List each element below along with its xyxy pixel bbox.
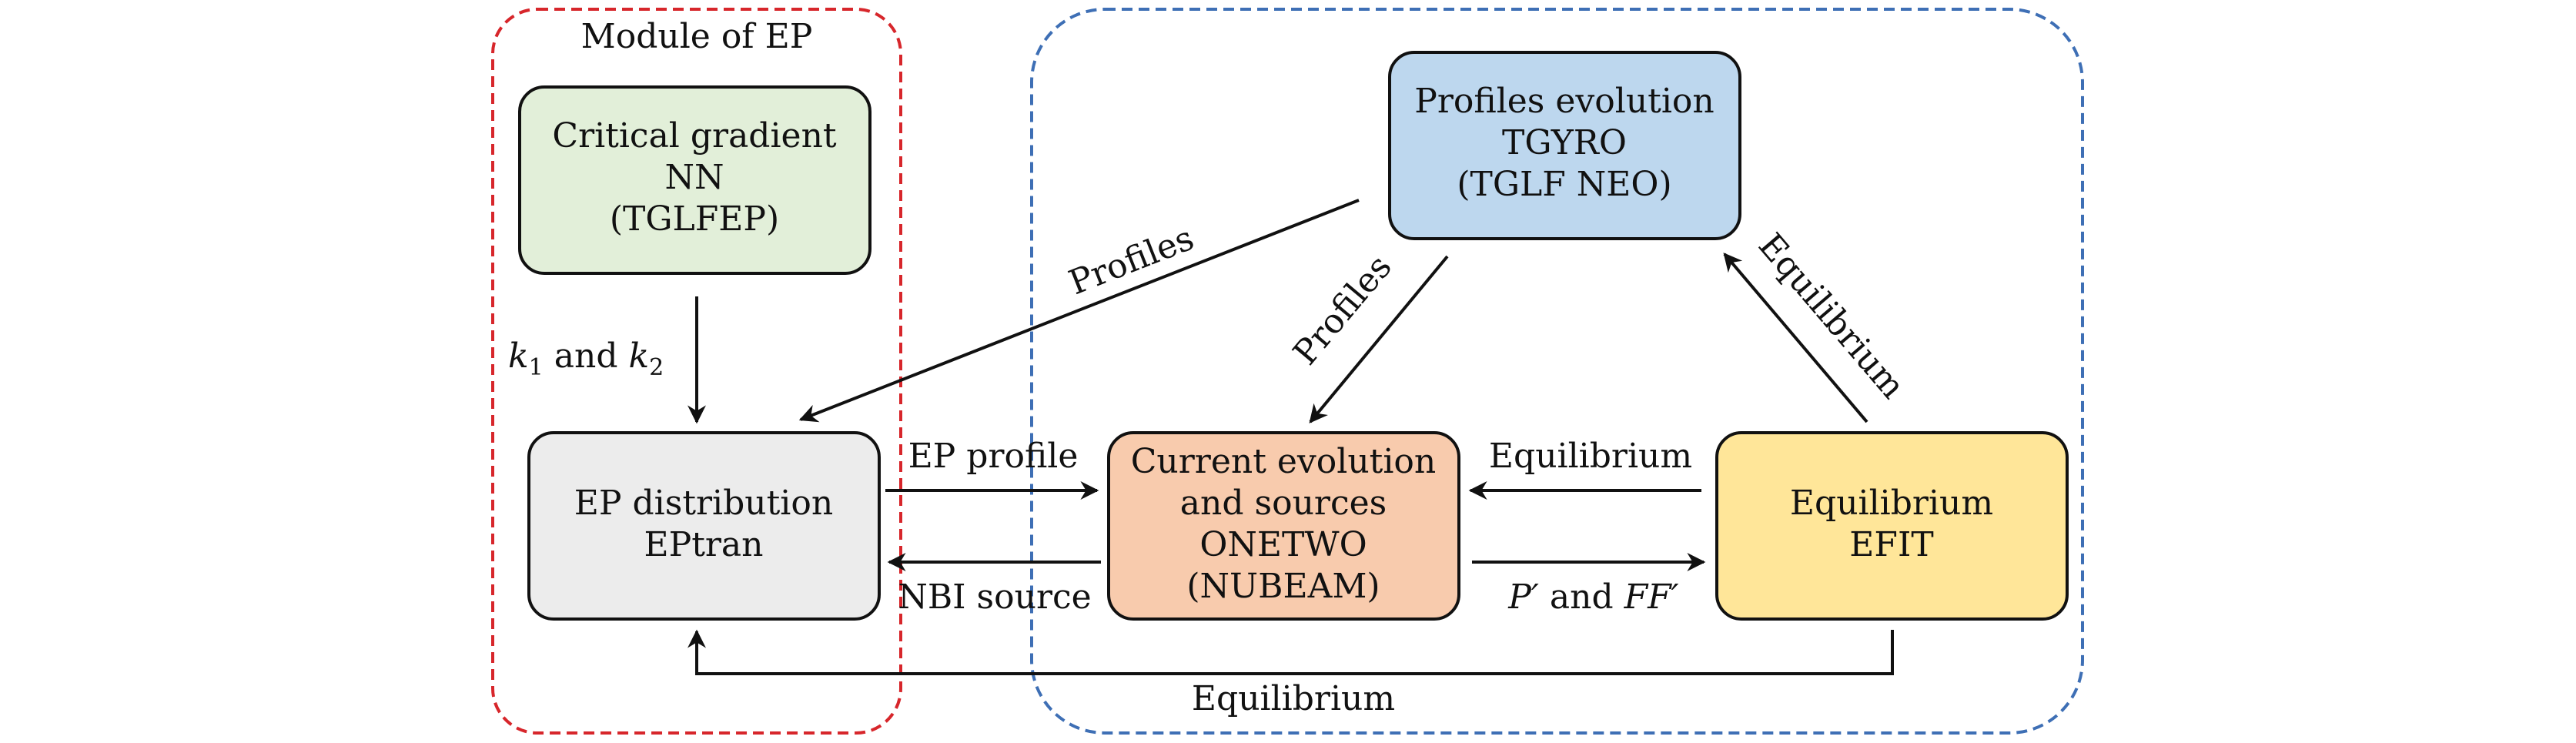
equilibrium-line-2: EFIT bbox=[1849, 525, 1933, 564]
label-ep-profile: EP profile bbox=[908, 437, 1079, 476]
current-evolution-line-1: Current evolution bbox=[1131, 442, 1437, 481]
label-profiles-to-current: Profiles bbox=[1286, 247, 1400, 372]
profiles-evolution-box[interactable]: Profiles evolution TGYRO (TGLF NEO) bbox=[1388, 51, 1741, 240]
equilibrium-line-1: Equilibrium bbox=[1790, 484, 1993, 523]
integrated-modeling-region bbox=[1030, 8, 2084, 735]
ep-distribution-line-2: EPtran bbox=[644, 525, 763, 564]
label-equilibrium-bottom: Equilibrium bbox=[1192, 679, 1395, 718]
critical-gradient-box[interactable]: Critical gradient NN (TGLFEP) bbox=[518, 85, 871, 275]
critical-gradient-line-3: (TGLFEP) bbox=[610, 199, 779, 239]
equilibrium-box[interactable]: Equilibrium EFIT bbox=[1715, 431, 2069, 621]
critical-gradient-line-1: Critical gradient bbox=[552, 116, 837, 156]
arrow-equilibrium-to-profiles bbox=[1723, 253, 1868, 423]
current-evolution-box[interactable]: Current evolution and sources ONETWO (NU… bbox=[1107, 431, 1460, 621]
current-evolution-line-2: and sources bbox=[1180, 484, 1387, 523]
label-p-ff: P′ and FF′ bbox=[1507, 577, 1678, 617]
label-equilibrium-to-current: Equilibrium bbox=[1489, 437, 1692, 476]
label-k1-and-k2: k1 and k2 bbox=[508, 336, 664, 381]
ep-distribution-line-1: EP distribution bbox=[574, 484, 833, 523]
profiles-evolution-line-3: (TGLF NEO) bbox=[1457, 165, 1671, 204]
current-evolution-line-4: (NUBEAM) bbox=[1186, 567, 1380, 606]
ep-module-region bbox=[491, 8, 902, 735]
current-evolution-line-3: ONETWO bbox=[1199, 525, 1367, 564]
arrow-profiles-to-current bbox=[1309, 255, 1449, 423]
ep-module-title: Module of EP bbox=[581, 17, 813, 56]
profiles-evolution-line-1: Profiles evolution bbox=[1414, 82, 1715, 121]
ep-distribution-box[interactable]: EP distribution EPtran bbox=[527, 431, 881, 621]
arrow-equilibrium-to-ep bbox=[687, 629, 1894, 675]
profiles-evolution-line-2: TGYRO bbox=[1502, 123, 1627, 162]
label-nbi-source: NBI source bbox=[898, 577, 1091, 617]
arrow-profiles-to-ep bbox=[798, 199, 1360, 423]
critical-gradient-line-2: NN bbox=[665, 158, 724, 197]
